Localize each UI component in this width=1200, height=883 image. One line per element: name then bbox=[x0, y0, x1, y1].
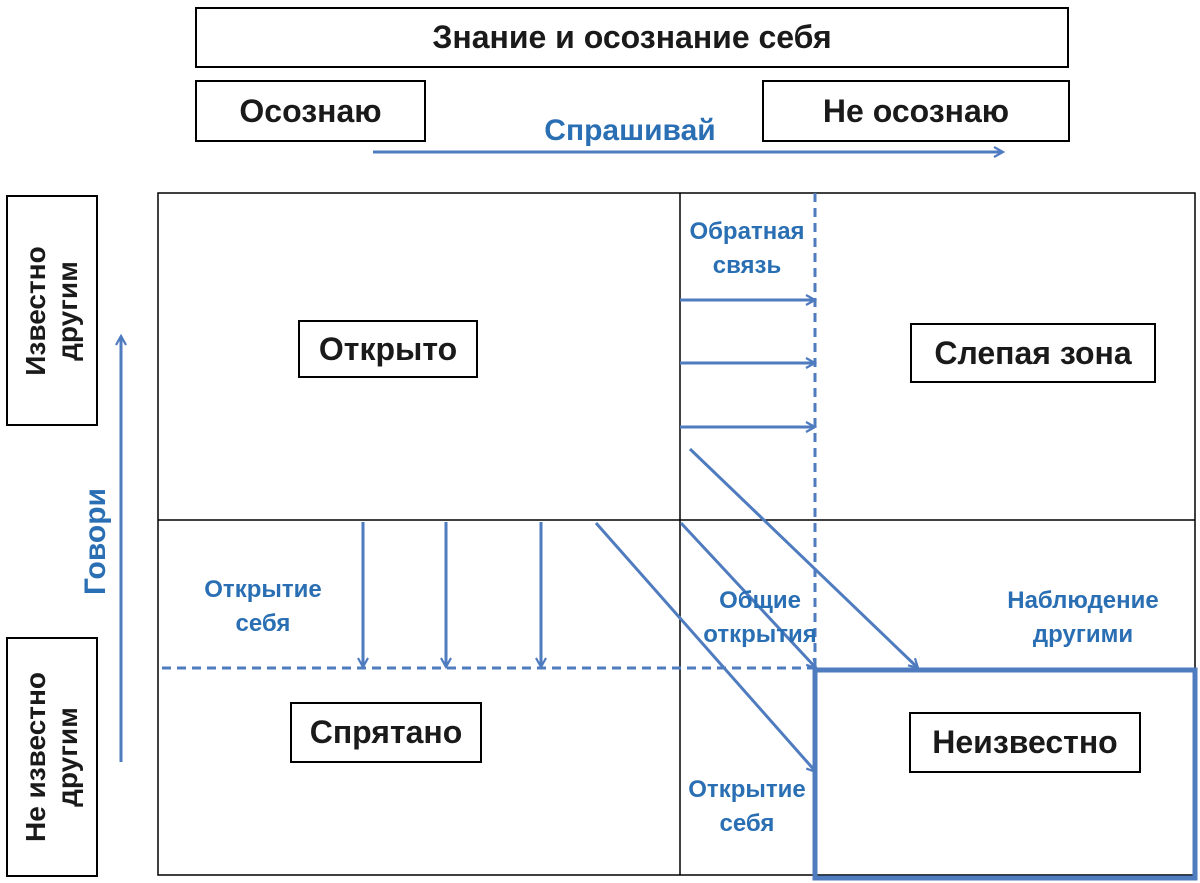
feedback-label: Обратная связь bbox=[689, 218, 805, 279]
self-disclosure-label-left: Открытие себя bbox=[204, 576, 322, 637]
self-disclosure-label-bottom: Открытие себя bbox=[688, 776, 806, 837]
observation-by-others-label: Наблюдение другими bbox=[1007, 587, 1159, 648]
known-to-others-box: Известно другим bbox=[6, 195, 98, 426]
unknown-text: Неизвестно bbox=[932, 724, 1118, 760]
ask-label: Спрашивай bbox=[544, 114, 716, 147]
shared-discovery-label: Общие открытия bbox=[703, 587, 817, 648]
blind-text: Слепая зона bbox=[934, 334, 1132, 371]
title-text: Знание и осознание себя bbox=[432, 19, 832, 55]
diagonal-arrow-shared bbox=[679, 521, 816, 668]
known-to-others-label: Известно другим bbox=[20, 245, 83, 376]
grid-frame bbox=[157, 192, 1196, 876]
open-text: Открыто bbox=[318, 330, 458, 367]
not-aware-label: Не осознаю bbox=[822, 92, 1010, 129]
aware-box: Осознаю bbox=[195, 80, 426, 142]
unknown-quadrant-label: Неизвестно bbox=[909, 712, 1141, 773]
tell-label: Говори bbox=[79, 488, 112, 595]
blind-quadrant-label: Слепая зона bbox=[910, 323, 1156, 383]
title-box: Знание и осознание себя bbox=[195, 7, 1069, 68]
unknown-quadrant-border bbox=[812, 667, 1198, 881]
diagonal-arrow-disclosure bbox=[594, 522, 816, 772]
aware-label: Осознаю bbox=[239, 92, 382, 129]
not-aware-box: Не осознаю bbox=[762, 80, 1070, 142]
diagonal-arrow-observation bbox=[688, 447, 918, 668]
unknown-to-others-label: Не известно другим bbox=[20, 671, 83, 843]
hidden-text: Спрятано bbox=[309, 714, 463, 750]
unknown-to-others-box: Не известно другим bbox=[6, 637, 98, 877]
hidden-quadrant-label: Спрятано bbox=[290, 702, 482, 763]
open-quadrant-label: Открыто bbox=[298, 320, 478, 378]
